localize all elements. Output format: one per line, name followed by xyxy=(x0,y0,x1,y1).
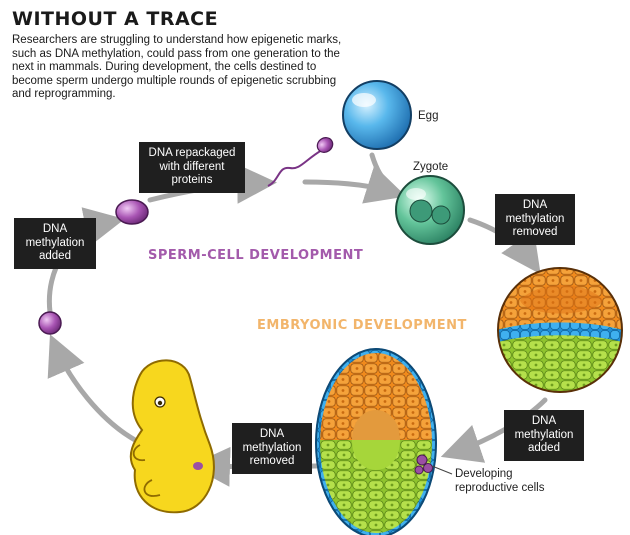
label-methylation-added-right: DNA methylation added xyxy=(504,410,584,461)
box-line: added xyxy=(528,442,560,454)
arrow-to-zygote xyxy=(302,165,407,204)
embryo xyxy=(315,348,453,535)
blastocyst xyxy=(497,267,623,393)
label-egg: Egg xyxy=(418,110,439,122)
arrow-egg-merge xyxy=(369,152,395,190)
germ-cell xyxy=(38,311,62,335)
section-sperm-development: SPERM-CELL DEVELOPMENT xyxy=(148,248,364,263)
box-line: DNA xyxy=(531,415,557,427)
zygote-cell xyxy=(395,175,465,245)
page-title: WITHOUT A TRACE xyxy=(12,8,219,30)
box-line: methylation xyxy=(242,441,302,454)
box-line: added xyxy=(39,250,71,262)
section-embryonic-development: EMBRYONIC DEVELOPMENT xyxy=(257,318,467,333)
label-line: Developing xyxy=(455,468,513,480)
intro-text: Researchers are struggling to understand… xyxy=(12,34,342,101)
box-line: DNA xyxy=(42,223,68,235)
label-line: reproductive cells xyxy=(455,482,545,494)
box-line: methylation xyxy=(514,428,574,441)
label-methylation-removed-top: DNA methylation removed xyxy=(495,194,575,245)
reproductive-cells xyxy=(414,454,433,475)
box-line: removed xyxy=(249,455,295,467)
label-dna-repackaged: DNA repackaged with different proteins xyxy=(139,142,245,193)
box-line: removed xyxy=(512,226,558,238)
label-methylation-removed-bottom: DNA methylation removed xyxy=(232,423,312,474)
box-line: methylation xyxy=(25,236,85,249)
label-reproductive-cells: Developing reproductive cells xyxy=(455,467,544,495)
label-zygote: Zygote xyxy=(413,161,449,173)
egg-cell xyxy=(342,80,412,150)
sperm-cell xyxy=(267,137,334,187)
spermatid-cell xyxy=(115,199,149,225)
box-line: DNA xyxy=(259,428,285,440)
box-line: DNA repackaged xyxy=(148,147,236,159)
label-methylation-added-left: DNA methylation added xyxy=(14,218,96,269)
box-line: with different xyxy=(159,160,225,173)
box-line: methylation xyxy=(505,212,565,225)
box-line: DNA xyxy=(522,199,548,211)
box-line: proteins xyxy=(171,174,213,186)
fetal-germ-cells xyxy=(193,462,203,470)
fetus xyxy=(129,359,215,514)
reproductive-pointer xyxy=(431,465,453,475)
arrow-to-germ-cell xyxy=(47,334,138,443)
